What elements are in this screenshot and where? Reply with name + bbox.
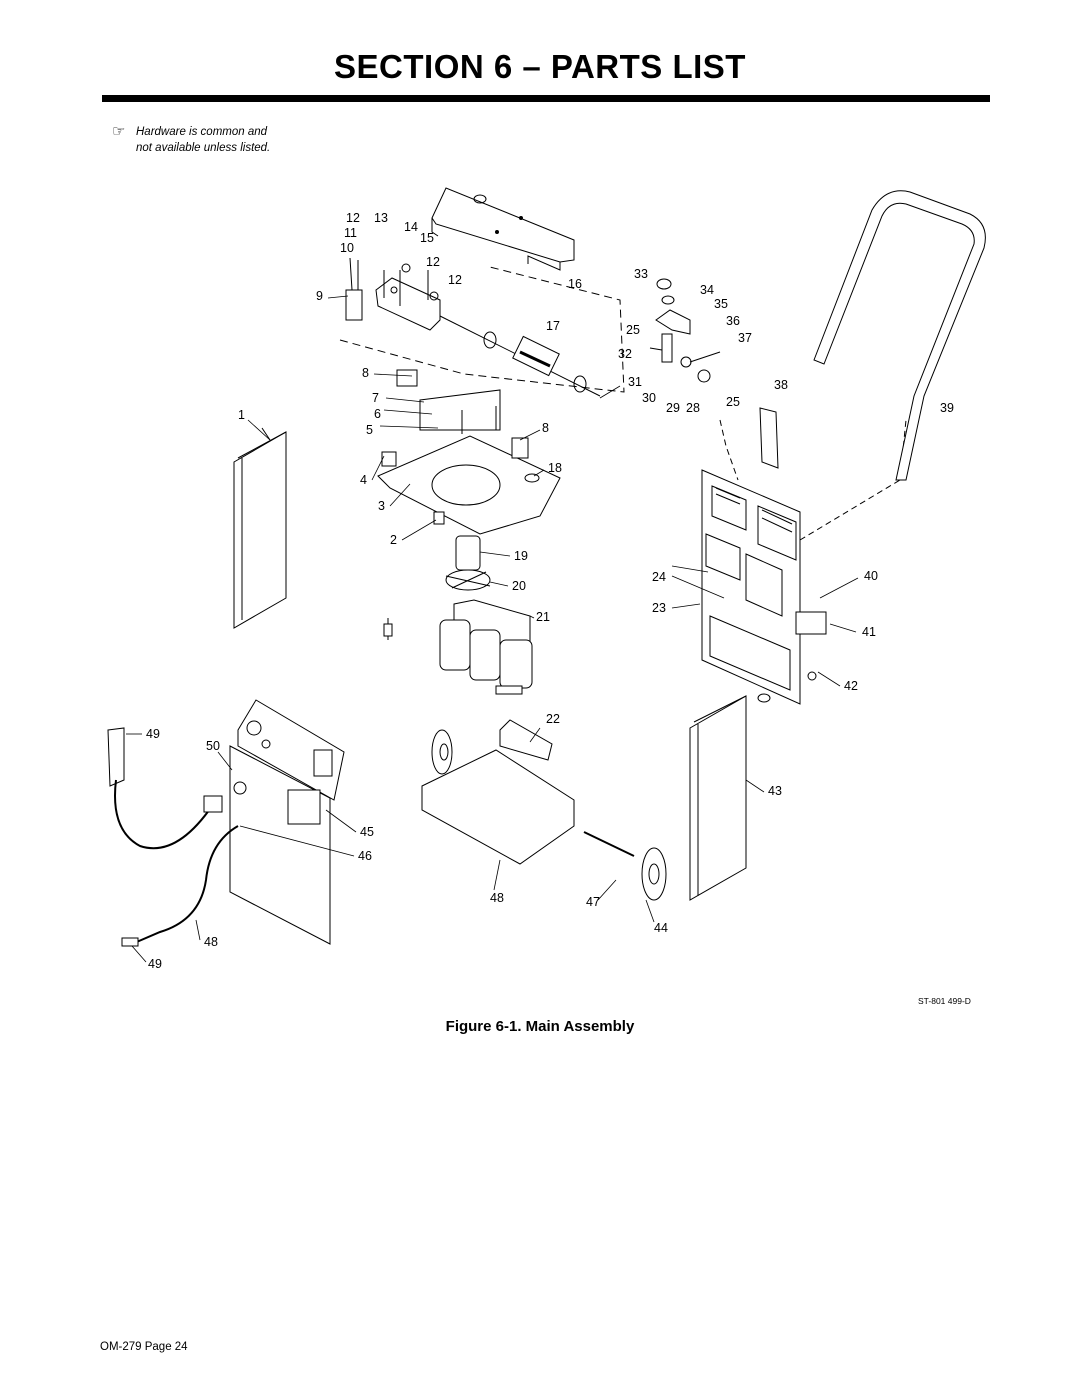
base-chassis [421,719,667,901]
callout-label: 48 [204,935,218,949]
callout-label: 47 [586,895,600,909]
torch-and-cables [107,727,239,947]
gas-valve [649,278,721,383]
drawing-id: ST-801 499-D [918,996,971,1006]
title-rule [102,95,990,102]
callout-label: 24 [652,570,666,584]
callout-label: 33 [634,267,648,281]
callout-label: 38 [774,378,788,392]
callout-label: 29 [666,401,680,415]
handle [813,190,986,481]
transformer [383,599,533,695]
callout-label: 11 [344,226,357,240]
note-line-1: Hardware is common and [136,126,268,138]
callout-labels: 12 13 14 11 15 10 12 12 16 9 17 8 7 6 1 … [146,211,954,971]
callout-label: 28 [686,401,700,415]
callout-label: 35 [714,297,728,311]
callout-label: 12 [448,273,462,287]
page-footer: OM-279 Page 24 [100,1341,188,1353]
callout-label: 4 [360,473,367,487]
fan-motor [433,511,491,591]
callout-label: 21 [536,610,550,624]
callout-label: 37 [738,331,752,345]
callout-label: 7 [372,391,379,405]
callout-label: 12 [346,211,360,225]
callout-label: 45 [360,825,374,839]
callout-label: 14 [404,220,418,234]
callout-label: 32 [618,347,632,361]
right-side-panel [689,695,747,901]
assembly-dashes [339,265,625,393]
callout-label: 10 [340,241,354,255]
callout-label: 49 [146,727,160,741]
callout-label: 25 [626,323,640,337]
callout-label: 43 [768,784,782,798]
note-line-2: not available unless listed. [136,142,271,154]
callout-label: 12 [426,255,440,269]
rear-panel [701,407,907,705]
callout-label: 42 [844,679,858,693]
callout-label: 31 [628,375,642,389]
callout-label: 41 [862,625,876,639]
callout-label: 5 [366,423,373,437]
callout-label: 16 [568,277,582,291]
callout-label: 22 [546,712,560,726]
callout-label: 30 [642,391,656,405]
callout-label: 2 [390,533,397,547]
callout-label: 3 [378,499,385,513]
callout-label: 15 [420,231,434,245]
callout-label: 8 [542,421,549,435]
callout-label: 44 [654,921,668,935]
callout-label: 8 [362,366,369,380]
callout-label: 20 [512,579,526,593]
callout-label: 36 [726,314,740,328]
shaft-assembly [439,315,601,397]
terminal-bracket [345,257,441,331]
callout-label: 25 [726,395,740,409]
top-cover [431,187,575,271]
base-plate [377,369,561,535]
callout-label: 6 [374,407,381,421]
callout-label: 13 [374,211,388,225]
callout-label: 19 [514,549,528,563]
callout-label: 23 [652,601,666,615]
section-title: SECTION 6 – PARTS LIST [334,48,746,85]
callout-label: 34 [700,283,714,297]
callout-label: 39 [940,401,954,415]
callout-label: 9 [316,289,323,303]
front-panel [229,699,345,945]
callout-label: 49 [148,957,162,971]
exploded-view-drawing: 12 13 14 11 15 10 12 12 16 9 17 8 7 6 1 … [107,187,986,971]
callout-label: 18 [548,461,562,475]
callout-label: 1 [238,408,245,422]
left-side-panel [233,427,287,629]
callout-label: 48 [490,891,504,905]
callout-label: 17 [546,319,560,333]
leader-lines [126,295,859,963]
callout-label: 50 [206,739,220,753]
callout-label: 46 [358,849,372,863]
figure-caption: Figure 6-1. Main Assembly [445,1018,635,1035]
pointing-hand-icon: ☞ [112,123,126,140]
callout-label: 40 [864,569,878,583]
